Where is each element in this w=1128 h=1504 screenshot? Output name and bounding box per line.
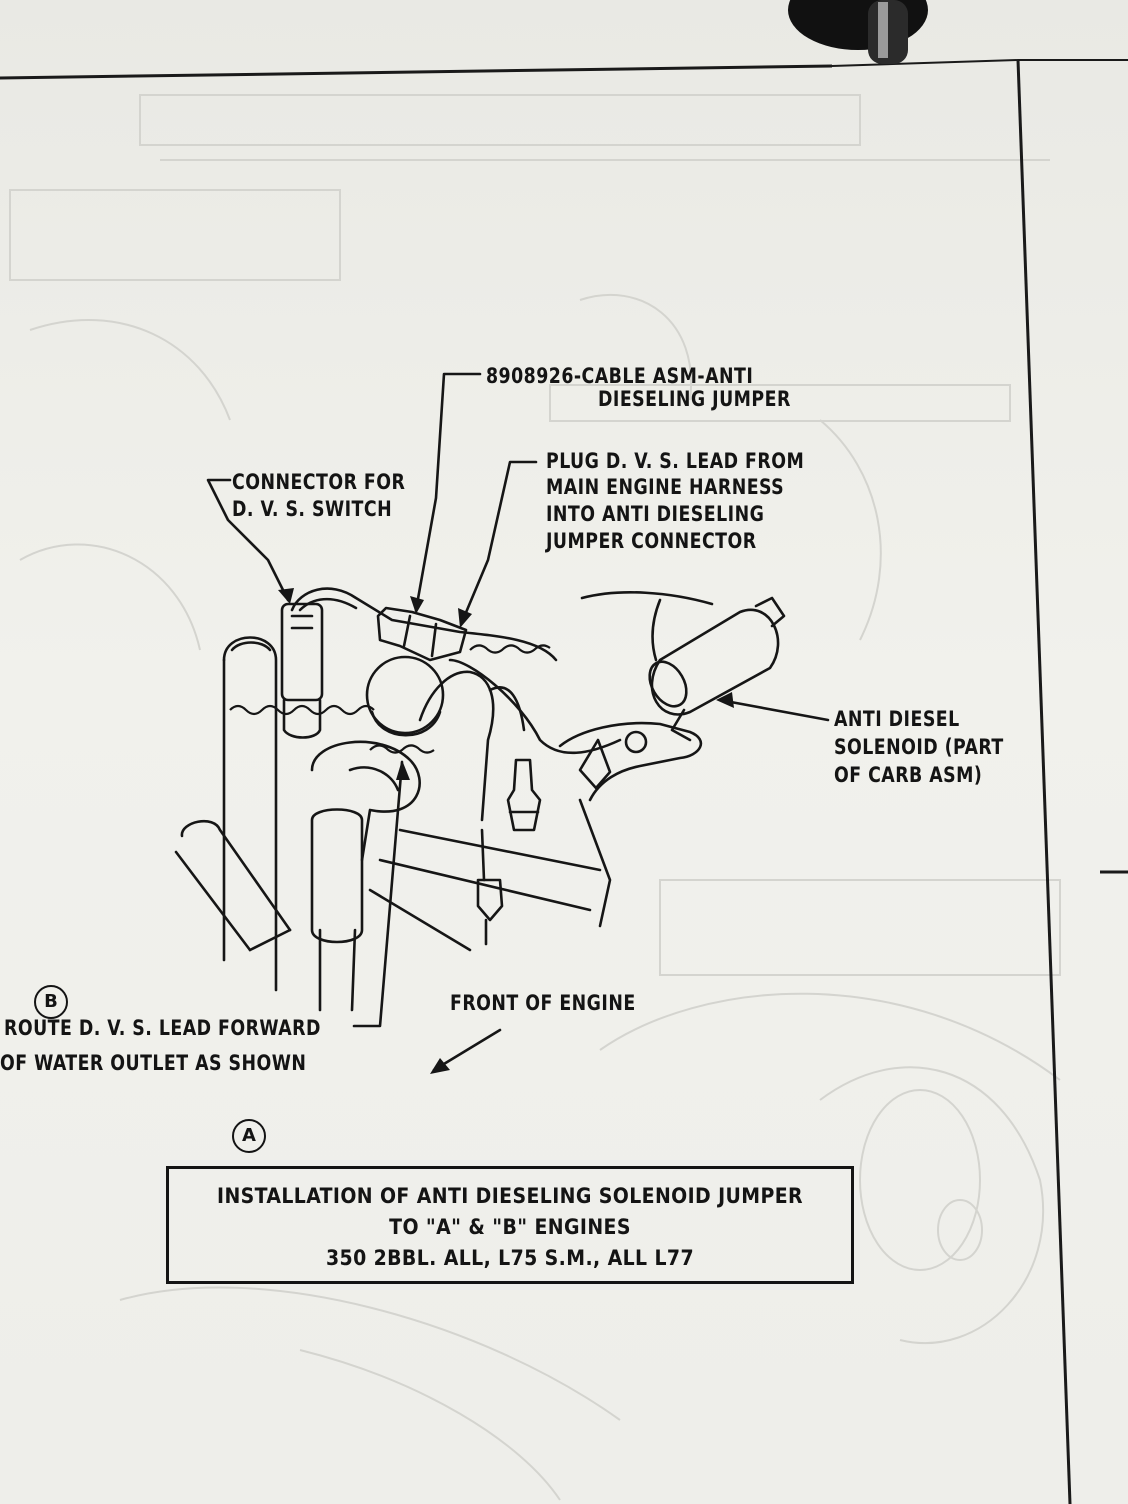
front-arrow-shaft (432, 1028, 502, 1072)
marker-a: A (232, 1119, 266, 1153)
anti-diesel-solenoid (650, 608, 780, 716)
water-hose (310, 808, 364, 944)
solenoid-leader (718, 698, 830, 722)
connector-leader (206, 478, 290, 602)
route-leader (352, 760, 404, 1028)
plug-callout-line1: PLUG D. V. S. LEAD FROM (546, 449, 805, 473)
cable-leader (414, 372, 482, 612)
connector-callout-line2: D. V. S. SWITCH (232, 497, 393, 521)
spark-plug (506, 758, 542, 832)
water-outlet (310, 740, 421, 862)
page-right-rule (1016, 59, 1072, 1504)
connector-callout-line1: CONNECTOR FOR (232, 470, 406, 494)
cable-callout-line2: DIESELING JUMPER (598, 387, 791, 411)
carb-bracket (558, 721, 703, 802)
solenoid-wire (580, 591, 714, 606)
solenoid-callout-line1: ANTI DIESEL (834, 707, 960, 731)
jumper-connector (376, 606, 468, 662)
distributor-cap (365, 655, 445, 735)
dvs-lead-sleeve (229, 704, 375, 716)
dvs-switch-body (280, 602, 324, 702)
caption-line3: 350 2BBL. ALL, L75 S.M., ALL L77 (325, 1246, 694, 1270)
caption-box: INSTALLATION OF ANTI DIESELING SOLENOID … (166, 1166, 854, 1284)
page-top-rule (0, 64, 833, 80)
ground-lead (418, 670, 495, 822)
route-callout-line1: ROUTE D. V. S. LEAD FORWARD (4, 1016, 321, 1040)
cable-callout-line1: 8908926-CABLE ASM-ANTI (486, 364, 754, 388)
cable-arrowhead (410, 596, 424, 614)
plug-leader (460, 460, 538, 624)
solenoid-callout-line2: SOLENOID (PART (834, 735, 1004, 759)
main-harness (290, 587, 558, 662)
left-pipe (180, 820, 292, 932)
intake-post (222, 636, 278, 992)
front-arrowhead (430, 1058, 450, 1074)
solenoid-nut (754, 596, 786, 628)
route-callout-line2: OF WATER OUTLET AS SHOWN (0, 1051, 307, 1075)
plug-callout-line4: JUMPER CONNECTOR (546, 529, 757, 553)
solenoid-callout-line3: OF CARB ASM) (834, 763, 983, 787)
plug-callout-line2: MAIN ENGINE HARNESS (546, 475, 785, 499)
temp-sender (476, 878, 504, 922)
caption-line2: TO "A" & "B" ENGINES (389, 1215, 631, 1239)
front-of-engine-label: FRONT OF ENGINE (450, 991, 636, 1015)
marker-b: B (34, 985, 68, 1019)
plug-callout-line3: INTO ANTI DIESELING (546, 502, 765, 526)
caption-line1: INSTALLATION OF ANTI DIESELING SOLENOID … (217, 1184, 803, 1208)
